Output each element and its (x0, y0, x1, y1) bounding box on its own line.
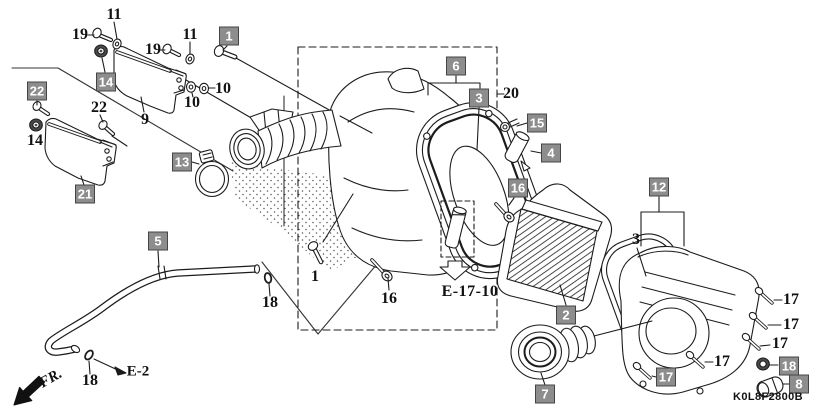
callout-19: 19 (72, 26, 88, 43)
part-intake-funnel (510, 320, 653, 380)
fasteners-bottom-right (632, 286, 784, 398)
callout-box-12[interactable]: 12 (649, 177, 669, 197)
part-intake-duct (229, 108, 342, 170)
detail-ref-e1710-graphic (439, 200, 475, 281)
callout-17: 17 (714, 353, 730, 370)
diagram-code: K0L8F2800B (732, 391, 804, 403)
callout-box-2[interactable]: 2 (556, 305, 576, 325)
hose-ref-e2[interactable]: E-2 (126, 363, 150, 380)
callout-9: 9 (141, 111, 149, 128)
part-drain-tube-4 (504, 131, 531, 172)
callout-10: 10 (184, 94, 200, 111)
part-filter-element (496, 183, 613, 312)
callout-14: 14 (27, 132, 43, 149)
fasteners-lower-left (29, 101, 128, 147)
callout-11: 11 (182, 26, 198, 43)
part-air-cleaner-cover (618, 245, 760, 395)
part-stay-plate-lower (44, 117, 117, 186)
callout-box-8[interactable]: 8 (789, 374, 809, 394)
callout-box-18[interactable]: 18 (779, 356, 799, 376)
callout-box-4[interactable]: 4 (541, 143, 561, 163)
callout-box-1[interactable]: 1 (219, 26, 239, 46)
callout-1: 1 (311, 268, 319, 285)
callout-box-3[interactable]: 3 (469, 88, 489, 108)
part-stay-plate-upper (113, 45, 187, 114)
fasteners-upper-left (92, 27, 210, 95)
part-clip-15 (499, 118, 520, 133)
fasteners-center (307, 193, 515, 282)
callout-box-21[interactable]: 21 (75, 184, 95, 204)
fr-direction-arrow (13, 375, 45, 406)
callout-box-22[interactable]: 22 (27, 81, 47, 101)
callout-box-13[interactable]: 13 (172, 152, 192, 172)
callout-17: 17 (772, 335, 788, 352)
part-hose-clamp (194, 149, 230, 198)
callout-17: 17 (783, 316, 799, 333)
callout-box-5[interactable]: 5 (148, 231, 168, 251)
leader-lines (36, 21, 790, 386)
callout-17: 17 (783, 291, 799, 308)
callout-box-16[interactable]: 16 (508, 178, 528, 198)
callout-19: 19 (145, 41, 161, 58)
callout-18: 18 (82, 372, 98, 389)
callout-box-17[interactable]: 17 (656, 367, 676, 387)
callout-10: 10 (215, 80, 231, 97)
callout-3: 3 (632, 231, 640, 248)
callout-22: 22 (91, 99, 107, 116)
callout-18: 18 (262, 294, 278, 311)
callout-box-7[interactable]: 7 (535, 384, 555, 404)
callout-11: 11 (106, 6, 122, 23)
bolt-1-top (213, 45, 341, 117)
callout-16: 16 (381, 290, 397, 307)
callout-box-6[interactable]: 6 (446, 56, 466, 76)
callout-20: 20 (503, 85, 519, 102)
detail-ref-e17-10[interactable]: E-17-10 (441, 283, 499, 300)
callout-box-15[interactable]: 15 (527, 113, 547, 133)
part-drain-hose (44, 264, 273, 361)
leader-lines-back (185, 79, 254, 120)
callout-box-14[interactable]: 14 (96, 72, 116, 92)
